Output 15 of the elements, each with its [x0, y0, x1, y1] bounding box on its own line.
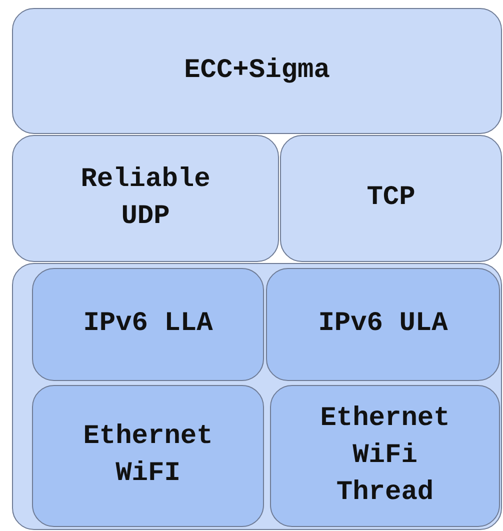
layer-box: [12, 263, 502, 530]
layer-label: IPv6 LLA: [83, 308, 213, 341]
protocol-layer-box: [270, 385, 500, 527]
protocol-layer-box: [280, 135, 502, 262]
layer-label: Ethernet WiFI: [82, 421, 214, 491]
layer-label: Ethernet WiFi Thread: [319, 402, 451, 510]
protocol-layer-box: [32, 268, 264, 381]
protocol-layer-box: [32, 385, 264, 527]
layer-label: Reliable UDP: [80, 164, 212, 234]
protocol-layer-box: [266, 268, 500, 381]
protocol-layer-box: [12, 8, 502, 134]
layer-label: TCP: [366, 182, 416, 215]
layer-label: ECC+Sigma: [184, 54, 330, 88]
protocol-layer-box: [12, 135, 279, 262]
layer-label: IPv6 ULA: [318, 308, 448, 341]
